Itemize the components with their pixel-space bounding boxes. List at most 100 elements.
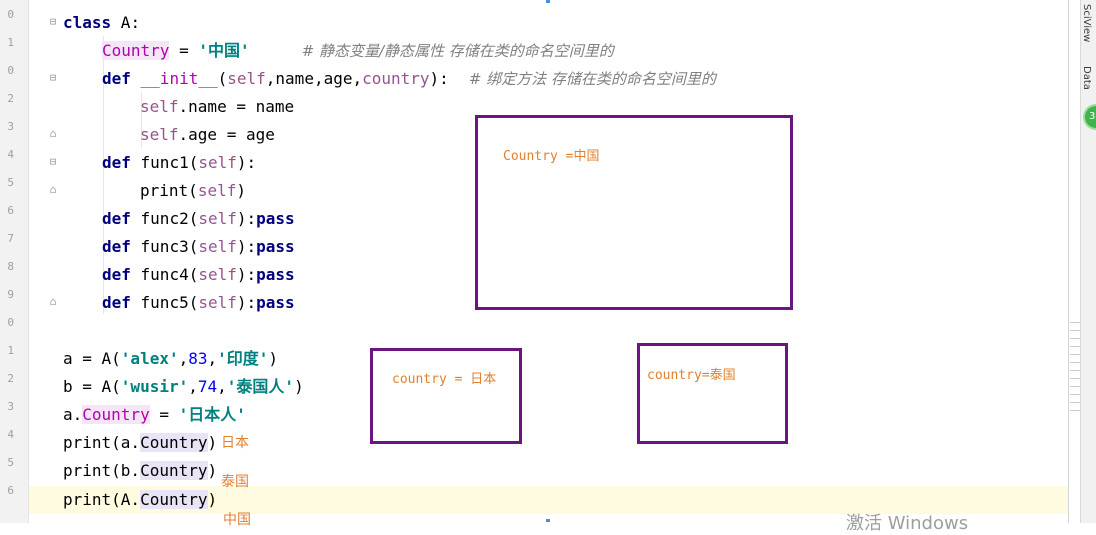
code-line-func4[interactable]: def func4(self):pass bbox=[102, 261, 295, 289]
line-number: 4 bbox=[7, 428, 14, 441]
keyword-pass: pass bbox=[256, 293, 295, 312]
code-line-print-b[interactable]: print(b.Country) bbox=[63, 457, 217, 485]
code-text: print(b. bbox=[63, 461, 141, 480]
code-line-b-assign[interactable]: b = A('wusir',74,'泰国人') bbox=[63, 373, 304, 401]
code-text: ) bbox=[207, 490, 218, 509]
code-text: func5( bbox=[130, 293, 199, 312]
code-text: func1( bbox=[130, 153, 199, 172]
code-line-init[interactable]: def __init__(self,name,age,country):# 绑定… bbox=[102, 65, 716, 93]
line-number: 3 bbox=[7, 400, 14, 413]
attribute-name: Country bbox=[82, 405, 150, 424]
code-line-func1[interactable]: def func1(self): bbox=[102, 149, 256, 177]
code-text: ) bbox=[236, 181, 246, 200]
attribute-name: Country bbox=[102, 41, 170, 60]
windows-activation-watermark: 激活 Windows bbox=[846, 513, 969, 534]
code-line-class-def[interactable]: class A: bbox=[63, 9, 140, 37]
method-name: __init__ bbox=[130, 69, 218, 88]
self-param: self bbox=[198, 265, 237, 284]
fold-end-icon[interactable]: ⌂ bbox=[49, 295, 57, 308]
code-line-country[interactable]: Country = '中国'# 静态变量/静态属性 存储在类的命名空间里的 bbox=[102, 37, 614, 65]
code-text: a. bbox=[63, 405, 83, 424]
line-number: 5 bbox=[7, 456, 14, 469]
line-number: 0 bbox=[7, 316, 14, 329]
code-text: A: bbox=[111, 13, 141, 32]
code-text: ( bbox=[217, 69, 228, 88]
fold-end-icon[interactable]: ⌂ bbox=[49, 183, 57, 196]
line-number: 1 bbox=[7, 344, 14, 357]
code-line-func3[interactable]: def func3(self):pass bbox=[102, 233, 295, 261]
fold-collapse-icon[interactable]: ⊟ bbox=[49, 15, 57, 28]
line-number: 6 bbox=[7, 484, 14, 497]
output-annotation: 泰国 bbox=[221, 474, 249, 490]
code-line-func5[interactable]: def func5(self):pass bbox=[102, 289, 295, 317]
line-number: 5 bbox=[7, 176, 14, 189]
line-number: 6 bbox=[7, 204, 14, 217]
number-literal: 83 bbox=[188, 349, 208, 368]
object-b-namespace-label: country=泰国 bbox=[647, 368, 736, 383]
self-param: self bbox=[198, 153, 237, 172]
code-text: ): bbox=[236, 237, 257, 256]
code-line-print-A[interactable]: print(A.Country) bbox=[63, 486, 217, 514]
code-line-self-name[interactable]: self.name = name bbox=[140, 93, 294, 121]
code-text: b = A( bbox=[63, 377, 121, 396]
keyword-pass: pass bbox=[256, 265, 295, 284]
code-line-self-age[interactable]: self.age = age bbox=[140, 121, 275, 149]
line-number: 2 bbox=[7, 372, 14, 385]
right-tool-strip bbox=[1080, 0, 1096, 523]
code-line-print-self[interactable]: print(self) bbox=[140, 177, 246, 205]
bottom-scroll-indicator bbox=[546, 519, 550, 522]
code-text: a = A( bbox=[63, 349, 121, 368]
code-text: , bbox=[217, 377, 227, 396]
keyword: def bbox=[102, 293, 131, 312]
code-text: ) bbox=[268, 349, 279, 368]
line-number: 8 bbox=[7, 260, 14, 273]
code-text: , bbox=[188, 377, 198, 396]
code-text: ) bbox=[207, 433, 218, 452]
self-param: self bbox=[198, 293, 237, 312]
code-text: ( bbox=[188, 181, 198, 200]
output-annotation: 中国 bbox=[223, 512, 251, 528]
keyword: class bbox=[63, 13, 112, 32]
code-text: ) bbox=[207, 461, 218, 480]
keyword: def bbox=[102, 265, 131, 284]
code-line-a-assign[interactable]: a = A('alex',83,'印度') bbox=[63, 345, 278, 373]
code-line-func2[interactable]: def func2(self):pass bbox=[102, 205, 295, 233]
code-text: , bbox=[178, 349, 189, 368]
self-keyword: self bbox=[140, 97, 179, 116]
string-literal: '日本人' bbox=[178, 405, 246, 424]
code-text: ): bbox=[429, 69, 449, 88]
self-keyword: self bbox=[197, 181, 237, 200]
line-number: 9 bbox=[7, 288, 14, 301]
fold-end-icon[interactable]: ⌂ bbox=[49, 127, 57, 140]
output-annotation: 日本 bbox=[221, 435, 249, 451]
fold-collapse-icon[interactable]: ⊟ bbox=[49, 155, 57, 168]
keyword: def bbox=[102, 69, 131, 88]
string-literal: '泰国人' bbox=[226, 377, 295, 396]
self-keyword: self bbox=[140, 125, 179, 144]
line-number: 3 bbox=[7, 120, 14, 133]
line-number: 7 bbox=[7, 232, 14, 245]
code-text: .age = age bbox=[178, 125, 275, 144]
code-line-a-country[interactable]: a.Country = '日本人' bbox=[63, 401, 246, 429]
code-text: = bbox=[149, 405, 179, 424]
scrollbar-markers[interactable] bbox=[1070, 322, 1080, 442]
attribute-reference: Country bbox=[140, 461, 208, 480]
code-text: = bbox=[169, 41, 199, 60]
notification-badge[interactable]: 3 bbox=[1085, 106, 1096, 128]
fold-collapse-icon[interactable]: ⊟ bbox=[49, 71, 57, 84]
tab-data[interactable]: Data bbox=[1081, 66, 1092, 90]
code-line-print-a[interactable]: print(a.Country) bbox=[63, 429, 217, 457]
keyword: def bbox=[102, 153, 131, 172]
line-number: 2 bbox=[7, 92, 14, 105]
string-literal: 'wusir' bbox=[120, 377, 189, 396]
param-country: country bbox=[362, 69, 430, 88]
code-text: ): bbox=[236, 265, 257, 284]
builtin-print: print bbox=[140, 181, 189, 200]
string-literal: '中国' bbox=[198, 41, 250, 60]
line-number: 0 bbox=[7, 64, 14, 77]
number-literal: 74 bbox=[197, 377, 218, 396]
code-text: ): bbox=[236, 209, 257, 228]
tab-sciview[interactable]: SciView bbox=[1081, 4, 1092, 43]
code-text: print(a. bbox=[63, 433, 141, 452]
code-text: ,name,age, bbox=[265, 69, 363, 88]
